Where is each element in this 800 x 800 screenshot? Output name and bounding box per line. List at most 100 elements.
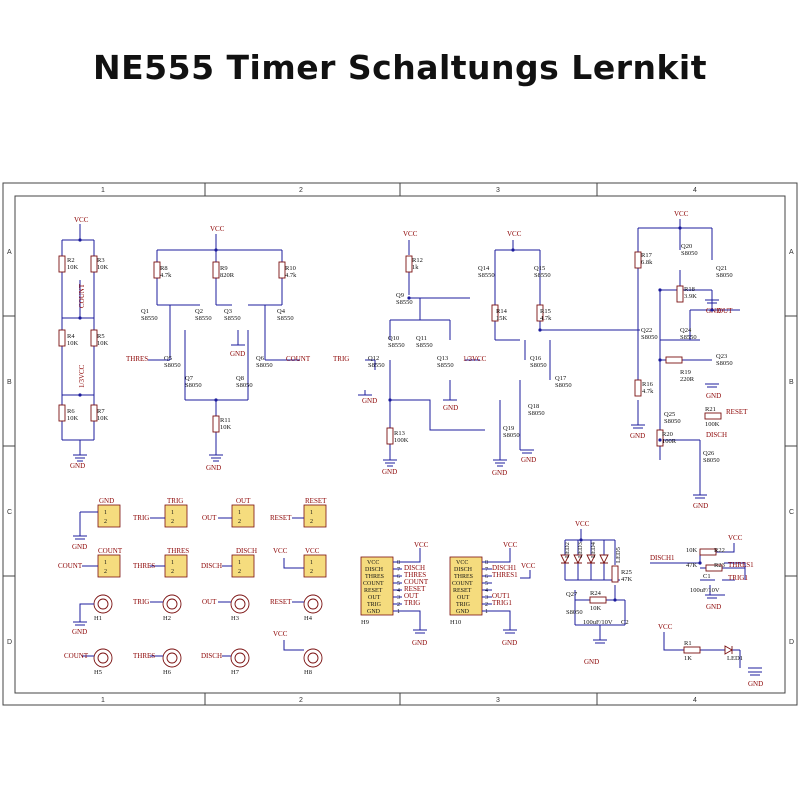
schematic-label: S8050 (566, 609, 583, 616)
schematic-label: VCC (503, 541, 518, 549)
schematic-label: 7 (485, 567, 488, 573)
schematic-label: R13 (394, 430, 405, 437)
test-points: GND H1 TRIG H2 OUT H3 RESET H4 COUNT H5 … (64, 594, 323, 676)
schematic-label: COUNT (58, 562, 83, 570)
schematic-label: 1 (104, 560, 107, 566)
schematic-label: S8550 (277, 315, 294, 322)
schematic-label: 5 (485, 581, 488, 587)
schematic-label: 3 (397, 595, 400, 601)
schematic-label: 6.8k (641, 259, 653, 266)
schematic-label: RESET (305, 497, 327, 505)
schematic-label: RESET (726, 408, 748, 416)
schematic-label: R5 (97, 333, 105, 340)
schematic-label: 10K (97, 340, 109, 347)
schematic-label: S8050 (664, 418, 681, 425)
schematic-label: 2 (171, 569, 174, 575)
schematic-label: LED3 (577, 542, 584, 558)
schematic-label: Q13 (437, 355, 448, 362)
schematic-label: COUNT (452, 581, 473, 587)
schematic-label: GND (99, 497, 114, 505)
zone-row-b: B (7, 379, 12, 386)
zone-col-4-bottom: 4 (693, 697, 697, 704)
schematic-label: LED1 (727, 655, 743, 662)
schematic-label: Q27 (566, 591, 578, 598)
zone-col-3-bottom: 3 (496, 697, 500, 704)
schematic-label: VCC (674, 210, 689, 218)
schematic-label: 7 (397, 567, 400, 573)
schematic-label: 4.7k (540, 315, 552, 322)
schematic-label: VCC (728, 534, 743, 542)
schematic-label: Q18 (528, 403, 539, 410)
zone-col-3: 3 (496, 187, 500, 194)
schematic-label: RESET (453, 588, 472, 594)
schematic-label: LED4 (590, 541, 597, 558)
zone-row-a: A (7, 249, 12, 256)
schematic-label: LED5 (615, 547, 622, 563)
schematic-label: Q8 (236, 375, 244, 382)
schematic-label: 1k (412, 264, 419, 271)
schematic-label: S8550 (368, 362, 385, 369)
schematic-label: TRIG1 (492, 599, 512, 607)
schematic-label: VCC (305, 547, 320, 555)
schematic-label: R17 (641, 252, 653, 259)
schematic-label: S8550 (141, 315, 158, 322)
schematic-label: 100K (705, 421, 720, 428)
schematic-label: R7 (97, 408, 105, 415)
schematic-label: R14 (496, 308, 508, 315)
schematic-label: S8550 (224, 315, 241, 322)
schematic-label: VCC (521, 562, 536, 570)
schematic-label: R24 (590, 590, 602, 597)
schematic-label: R20 (662, 431, 673, 438)
schematic-label: VCC (273, 630, 288, 638)
schematic-label: GND (456, 609, 470, 615)
schematic-label: 10K (686, 547, 698, 554)
schematic-label: OUT (457, 595, 470, 601)
schematic-label: THRES1 (492, 571, 518, 579)
schematic-label: 2 (171, 519, 174, 525)
schematic-label: TRIG (167, 497, 183, 505)
schematic-label: H1 (94, 615, 102, 622)
schematic-label: TRIG (133, 514, 149, 522)
zone-row-a-right: A (789, 249, 794, 256)
schematic-label: COUNT (363, 581, 384, 587)
schematic-label: GND (521, 456, 536, 464)
schematic-label: C2 (621, 619, 629, 626)
schematic-label: R10 (285, 265, 296, 272)
schematic-label: COUNT (404, 578, 429, 586)
schematic-label: R2 (67, 257, 75, 264)
schematic-label: 1 (310, 510, 313, 516)
schematic-label: Q10 (388, 335, 399, 342)
schematic-label: S8550 (195, 315, 212, 322)
schematic-label: 10K (67, 264, 79, 271)
schematic-label: Q2 (195, 308, 203, 315)
schematic-label: H3 (231, 615, 239, 622)
schematic-label: 10K (97, 264, 109, 271)
schematic-label: H6 (163, 669, 172, 676)
schematic-label: GND (502, 639, 517, 647)
schematic-label: R3 (97, 257, 105, 264)
schematic-label: S8050 (716, 360, 733, 367)
schematic-label: DISCH1 (492, 564, 517, 572)
schematic-label: GND (706, 307, 721, 315)
schematic-label: GND (72, 543, 87, 551)
schematic-label: S8050 (236, 382, 253, 389)
schematic-label: S8050 (641, 334, 658, 341)
schematic-label: R21 (705, 406, 716, 413)
schematic-label: OUT (236, 497, 251, 505)
schematic-label: Q16 (530, 355, 542, 362)
schematic-label: 8 (397, 560, 400, 566)
schematic-label: 1 (171, 560, 174, 566)
schematic-label: Q21 (716, 265, 727, 272)
schematic-label: S8050 (503, 432, 520, 439)
schematic-label: 2 (104, 569, 107, 575)
zone-col-2-bottom: 2 (299, 697, 303, 704)
schematic-label: 6 (397, 574, 400, 580)
schematic-label: LED2 (564, 542, 571, 558)
schematic-label: 4.7k (642, 388, 654, 395)
schematic-label: VCC (456, 560, 468, 566)
schematic-label: GND (70, 462, 85, 470)
schematic-label: DISCH (236, 547, 257, 555)
